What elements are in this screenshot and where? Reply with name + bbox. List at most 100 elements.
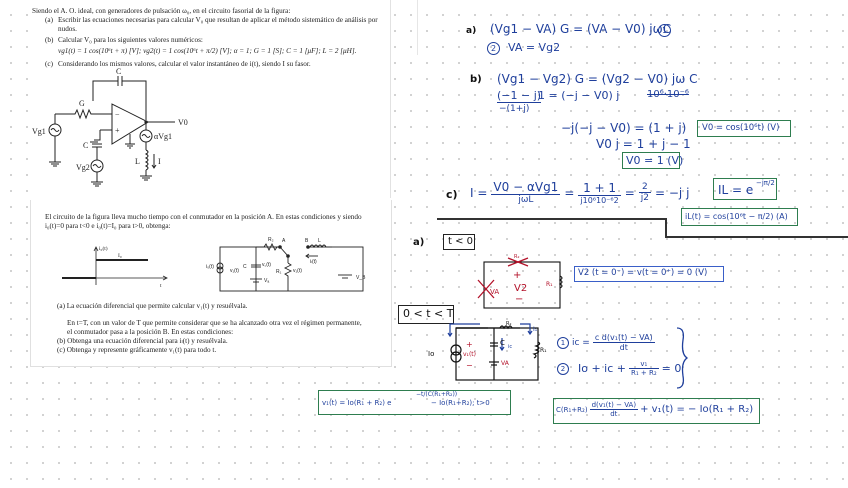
note-diffeq-den: dt	[610, 410, 618, 418]
label-v0: V0	[178, 118, 188, 127]
note-eq-kcl-right: = 0	[661, 362, 682, 375]
note-b-label: b)	[470, 74, 482, 85]
graph-x-label: t	[160, 283, 162, 289]
note-c-frac1-den: jωL	[518, 195, 534, 205]
label-a: A	[282, 238, 286, 244]
note-b-eq1: (Vg1 − Vg2) G = (Vg2 − V0) jω C	[497, 72, 698, 86]
sketch1-va: VA	[490, 288, 499, 296]
problem1-b-label: (b)	[45, 36, 54, 44]
label-minus: −	[115, 110, 120, 119]
note-c-frac3-num: 2	[638, 182, 651, 193]
page-break-step	[665, 218, 667, 237]
problem2-intro: El circuito de la figura lleva mucho tie…	[45, 213, 362, 221]
note-eq-kcl-number: 2	[557, 363, 569, 375]
note-eq-ic: ic = c d(v₁(t) − VA)dt	[572, 333, 655, 352]
note-eq-ic-den: dt	[619, 343, 628, 352]
switch-circuit: R₂ A B L C v꜀(t) v₁(t) i₀(t) Vₐ R₁ v₁(t)…	[206, 237, 366, 292]
interval-box-t-lt-0: t < 0	[443, 234, 475, 250]
label-vc: v꜀(t)	[262, 262, 271, 268]
sketch2-plus: +	[466, 340, 473, 349]
note-interval: 0 < t < T	[403, 307, 454, 320]
note-p2-a-label: a)	[413, 237, 425, 248]
note-eq2: VA = Vg2	[508, 41, 561, 54]
sketch2-r1: R₁	[540, 347, 547, 354]
label-c-left: C	[83, 141, 88, 150]
sketch1-minus: −	[515, 294, 523, 305]
result-box-v0: V0 = 1 (V)	[622, 152, 683, 169]
note-eq2-number: 2	[487, 42, 500, 55]
label-b: B	[305, 238, 309, 244]
note-c-frac2-num: 1 + 1	[578, 181, 621, 196]
note-b-eq2-right: 1 = (−j − V0) j	[538, 89, 620, 102]
label-g: G	[79, 99, 85, 108]
page-break-right	[665, 236, 848, 238]
label-i0: i₀(t)	[206, 264, 214, 270]
label-vr: v₁(t)	[293, 268, 302, 274]
note-solution-prefix: v₁(t) = Io(R₁ + R₂) e	[322, 399, 392, 407]
i1-current-arrow	[520, 323, 531, 334]
result-box-diffeq: C(R₁+R₂) d(v₁(t) − VA)dt + v₁(t) = − Io(…	[553, 398, 760, 424]
problem2-mid-text2: el conmutador pasa a la posición B. En e…	[67, 328, 234, 336]
sketch2-v1: v₁(t)	[463, 351, 476, 358]
note-eq-ic-number: 1	[557, 337, 569, 349]
label-c-top: C	[116, 67, 121, 76]
label-va: Vₐ	[264, 278, 269, 284]
note-diffeq-prefix: C(R₁+R₂)	[556, 405, 588, 414]
sketch2-io: Io	[428, 350, 434, 358]
system-brace	[676, 327, 689, 389]
note-b-eq3: −j(−j − V0) = (1 + j)	[561, 121, 687, 135]
opamp-circuit: C G Vg1 C Vg2 V0 αVg1 L I − +	[32, 67, 188, 187]
note-c-il-base: IL = e	[718, 183, 754, 197]
sketch-0-t-T: R₂ I₁ Io + v₁(t) − C ic VA R₁	[428, 321, 547, 381]
note-solution-exp: −t/(C(R₁+R₂))	[416, 391, 458, 398]
note-c-frac2-den: j10⁶10⁻⁶2	[580, 195, 619, 205]
note-eq1-number: 1	[658, 24, 671, 37]
result-box-it: iL(t) = cos(10⁶t − π/2) (A)	[681, 208, 798, 226]
label-il: iₗ(t)	[310, 259, 317, 265]
note-eq-kcl-num: v₁	[629, 360, 659, 369]
note-t-lt-0: t < 0	[448, 236, 474, 247]
note-c-eq2: =	[624, 185, 635, 200]
sketch2-minus: −	[466, 361, 473, 370]
note-diffeq-num: d(v₁(t) − VA)	[589, 401, 639, 410]
label-vg1: Vg1	[32, 127, 46, 136]
page-break-left	[437, 218, 666, 220]
note-b-eq4: V0 j = 1 + j − 1	[596, 137, 691, 151]
problem2-c-text: (c) Obtenga y represente gráficamente v₁…	[57, 346, 217, 354]
note-eq-ic-frac: c d(v₁(t) − VA)dt	[592, 333, 655, 352]
note-eq-ic-left: ic =	[572, 337, 590, 348]
opamp-symbol	[111, 103, 150, 145]
label-alpha-vg1: αVg1	[154, 132, 172, 141]
note-c-eq1: =	[564, 185, 575, 200]
note-b-result-time: V0 = cos(10⁶t) (V)	[702, 123, 780, 133]
note-a-label: a)	[466, 26, 477, 36]
graph-level-label: I₀	[118, 253, 122, 259]
note-eq1: (Vg1 − VA) G = (VA − V0) jωC	[490, 22, 672, 36]
result-box-il: IL = e −jπ/2	[713, 178, 777, 200]
result-box-v2: V2 (t = 0⁻) = v(t = 0⁺) = 0 (V)	[574, 266, 724, 282]
problem1-b-values: vg1(t) = 1 cos(10⁶t + π) [V]; vg2(t) = 1…	[58, 47, 357, 55]
sketch1-r1: R₁	[546, 281, 553, 288]
note-v2-result: V2 (t = 0⁻) = v(t = 0⁺) = 0 (V)	[578, 268, 708, 278]
problem2-a-text: (a) La ecuación diferencial que permite …	[57, 302, 248, 310]
sketch2-i1: I₁	[533, 326, 538, 333]
problem1-panel: Siendo el A. O. ideal, con generadores d…	[30, 0, 391, 198]
sketch-t-lt-0: R₂ VA + V2 − R₁	[477, 254, 563, 309]
interval-box-0-t-T: 0 < t < T	[398, 305, 454, 324]
problem1-b-text: Calcular V₀ para los siguientes valores …	[58, 36, 203, 44]
result-box-v0-time: V0 = cos(10⁶t) (V)	[697, 120, 791, 137]
sketch1-rl: R₂	[514, 254, 519, 260]
note-eq-kcl-left: Io + ic +	[578, 362, 627, 375]
note-c-i: I =	[470, 185, 488, 200]
sketch2-r2: R₂	[506, 321, 511, 327]
result-box-solution: v₁(t) = Io(R₁ + R₂) e −t/(C(R₁+R₂)) − Io…	[318, 390, 511, 415]
note-c-frac3-den: j2	[640, 193, 649, 203]
note-c-tail: = −j j	[655, 185, 690, 200]
sketch2-c: C	[500, 339, 505, 347]
problem1-a-label: (a)	[45, 16, 53, 24]
io-current-arrow	[449, 323, 480, 336]
